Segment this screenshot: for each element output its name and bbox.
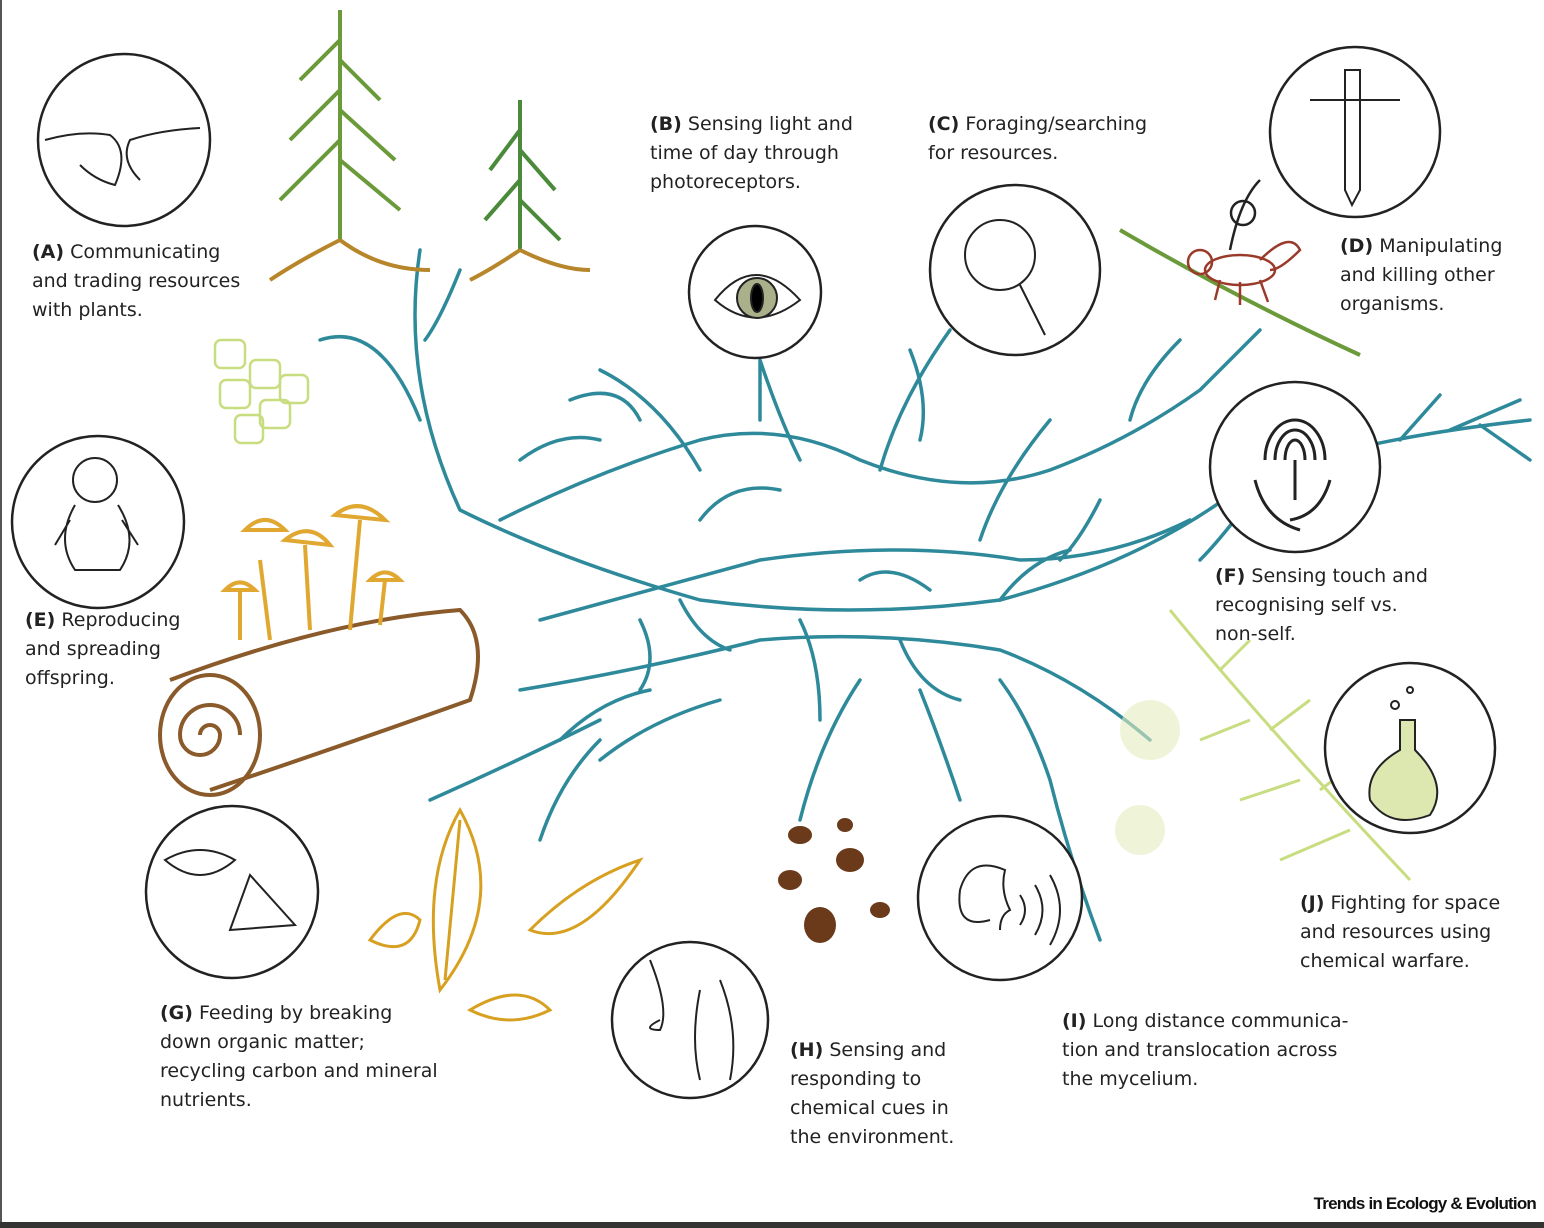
label-letter: (C) xyxy=(928,113,960,135)
debris xyxy=(778,818,890,943)
label-b: (B) Sensing light and time of day throug… xyxy=(650,110,853,197)
circle-e xyxy=(10,434,186,610)
label-text: Communicating and trading resources with… xyxy=(32,241,241,321)
label-letter: (J) xyxy=(1300,892,1325,914)
label-g: (G) Feeding by breaking down organic mat… xyxy=(160,999,438,1115)
label-e: (E) Reproducing and spreading offspring. xyxy=(25,606,180,693)
label-c: (C) Foraging/searching for resources. xyxy=(928,110,1147,168)
label-a: (A) Communicating and trading resources … xyxy=(32,238,240,325)
label-text: Fighting for space and resources using c… xyxy=(1300,892,1501,972)
label-letter: (D) xyxy=(1340,235,1374,257)
frame-border-bottom xyxy=(0,1222,1544,1228)
label-text: Reproducing and spreading offspring. xyxy=(25,609,181,689)
plant-cells xyxy=(213,338,310,445)
nose-icon xyxy=(649,959,735,1081)
eye-icon xyxy=(713,274,802,319)
insect xyxy=(1118,179,1361,357)
circle-d xyxy=(1268,45,1442,219)
label-text: Long distance communica- tion and transl… xyxy=(1062,1010,1349,1090)
label-letter: (G) xyxy=(160,1002,193,1024)
label-letter: (B) xyxy=(650,113,682,135)
mouth-cycle-icon xyxy=(163,849,298,932)
leaves xyxy=(367,806,644,1022)
label-letter: (A) xyxy=(32,241,65,263)
label-text: Manipulating and killing other organisms… xyxy=(1340,235,1503,315)
log-with-mushrooms xyxy=(158,504,480,797)
flask-icon xyxy=(1368,686,1439,821)
journal-credit: Trends in Ecology & Evolution xyxy=(1313,1194,1537,1213)
circles xyxy=(10,45,1497,1100)
label-letter: (E) xyxy=(25,609,56,631)
label-letter: (F) xyxy=(1215,565,1246,587)
circle-i xyxy=(916,814,1084,982)
label-text: Sensing and responding to chemical cues … xyxy=(790,1039,955,1148)
circle-a xyxy=(36,52,212,228)
label-f: (F) Sensing touch and recognising self v… xyxy=(1215,562,1428,649)
label-letter: (I) xyxy=(1062,1010,1087,1032)
circle-c xyxy=(928,183,1102,357)
dagger-icon xyxy=(1310,69,1400,208)
mycelium-network xyxy=(318,248,1532,942)
label-text: Sensing touch and recognising self vs. n… xyxy=(1215,565,1428,645)
label-h: (H) Sensing and responding to chemical c… xyxy=(790,1036,954,1152)
handshake-icon xyxy=(44,127,201,187)
circle-g xyxy=(144,804,320,980)
speaking-head-icon xyxy=(958,864,1061,946)
label-text: Foraging/searching for resources. xyxy=(928,113,1148,164)
label-j: (J) Fighting for space and resources usi… xyxy=(1300,889,1500,976)
trees xyxy=(268,10,591,282)
label-i: (I) Long distance communica- tion and tr… xyxy=(1062,1007,1348,1094)
circle-h xyxy=(610,940,770,1100)
baby-icon xyxy=(54,457,139,571)
frame-border-left xyxy=(0,0,2,1228)
label-text: Feeding by breaking down organic matter;… xyxy=(160,1002,438,1111)
magnifier-icon xyxy=(964,219,1046,336)
label-d: (D) Manipulating and killing other organ… xyxy=(1340,232,1502,319)
label-text: Sensing light and time of day through ph… xyxy=(650,113,853,193)
fingerprint-icon xyxy=(1253,418,1332,532)
label-letter: (H) xyxy=(790,1039,824,1061)
